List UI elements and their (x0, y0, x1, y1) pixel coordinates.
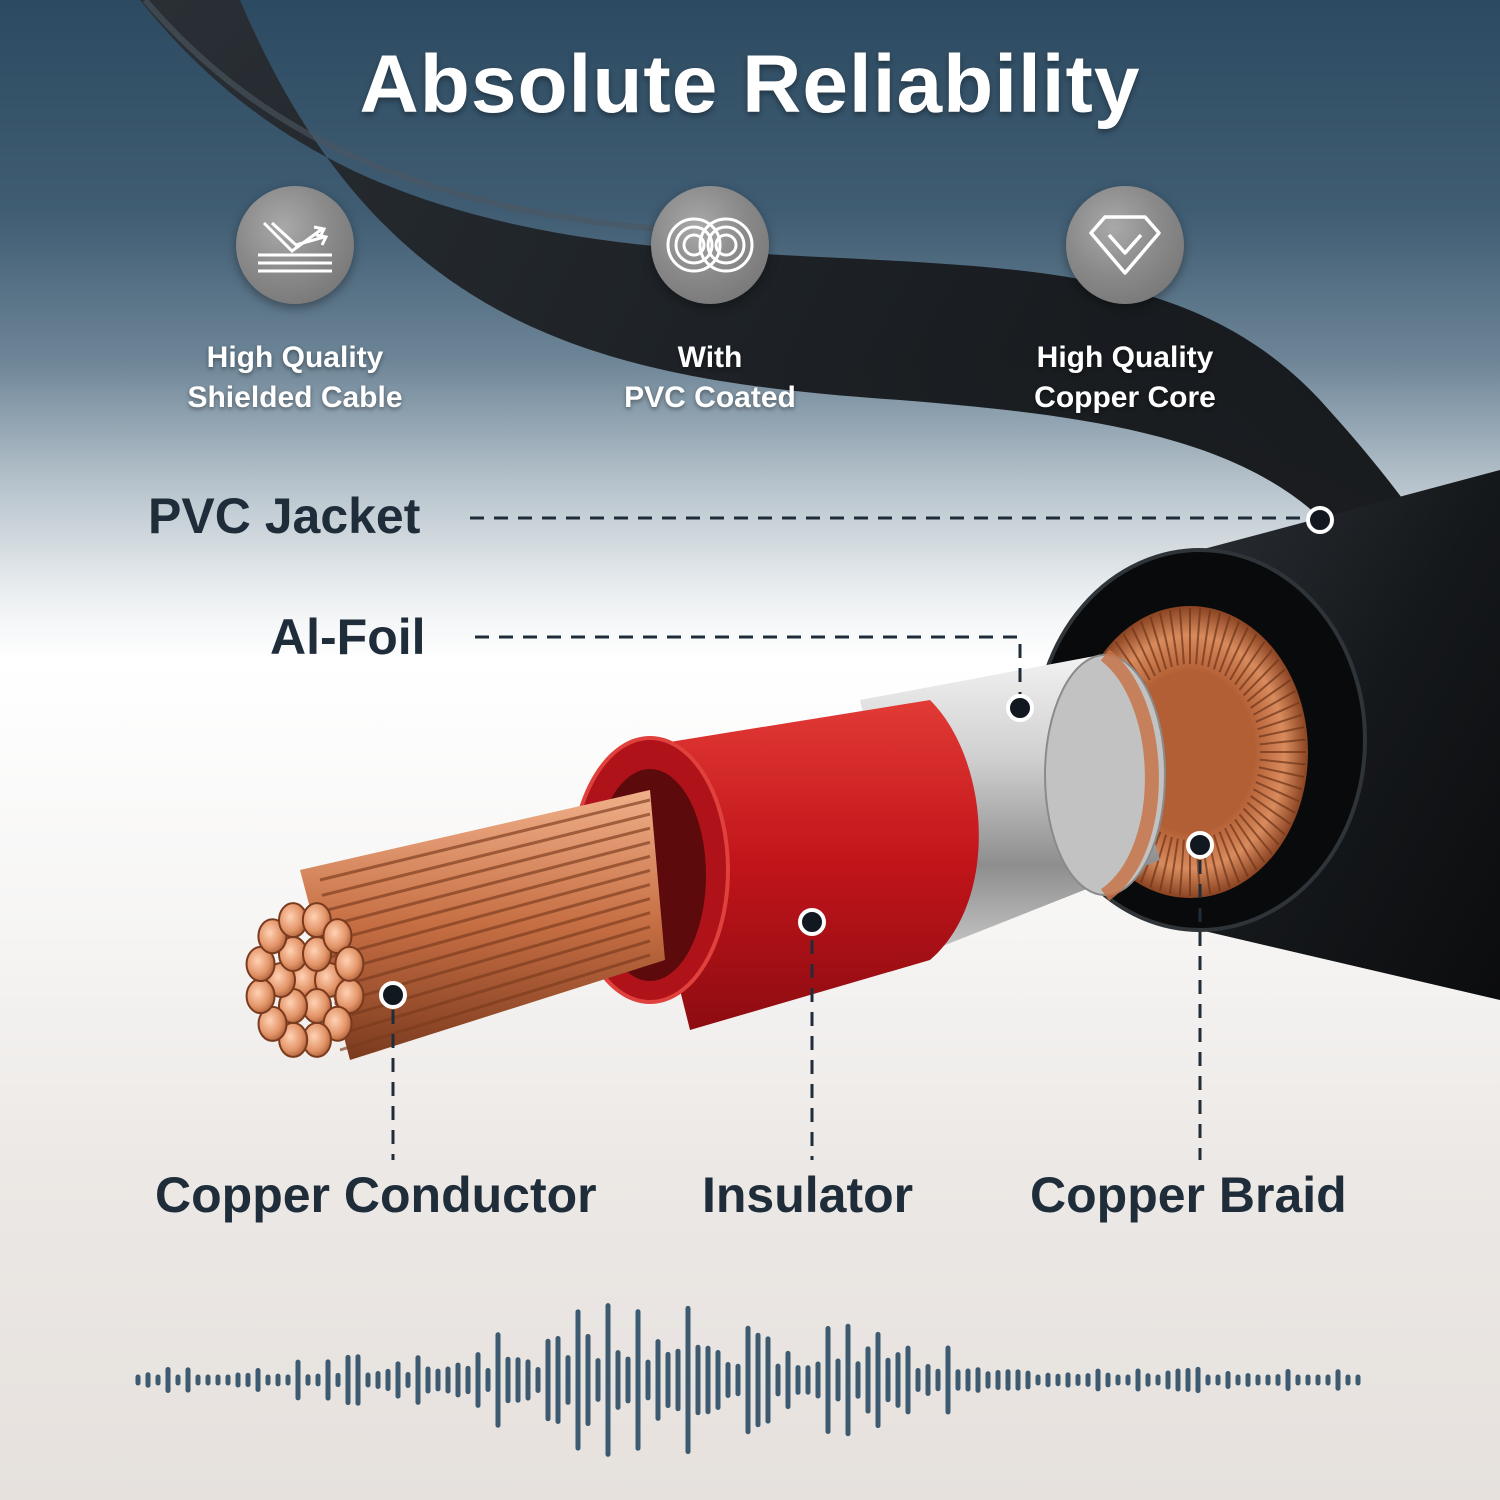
feature-2-line-1: With (677, 341, 743, 374)
al-foil-marker (1006, 694, 1034, 722)
copper-core-diamond-icon (1066, 186, 1184, 304)
feature-3-line-1: High Quality (1036, 341, 1214, 374)
sound-waveform (135, 1303, 1361, 1457)
feature-1-line-1: High Quality (206, 341, 384, 374)
feature-3-line-2: Copper Core (1034, 381, 1216, 414)
pvc-jacket-marker (1306, 506, 1334, 534)
feature-pvc-coated: With PVC Coated (540, 186, 880, 418)
label-copper-conductor: Copper Conductor (155, 1167, 597, 1223)
copper-conductor-marker (379, 981, 407, 1009)
strand-end (245, 978, 276, 1015)
label-copper-braid: Copper Braid (1030, 1167, 1347, 1223)
copper-braid-marker (1186, 831, 1214, 859)
shielded-cable-icon (236, 186, 354, 304)
feature-2-line-2: PVC Coated (624, 381, 796, 414)
feature-1-line-2: Shielded Cable (187, 381, 403, 414)
insulator-marker (798, 908, 826, 936)
feature-shielded-cable: High Quality Shielded Cable (125, 186, 465, 418)
feature-copper-core: High Quality Copper Core (955, 186, 1295, 418)
label-al-foil: Al-Foil (270, 609, 426, 665)
label-pvc-jacket: PVC Jacket (148, 488, 421, 544)
page-title: Absolute Reliability (359, 39, 1141, 130)
pvc-coated-icon (651, 186, 769, 304)
strand-end (334, 945, 365, 982)
label-insulator: Insulator (702, 1167, 914, 1223)
